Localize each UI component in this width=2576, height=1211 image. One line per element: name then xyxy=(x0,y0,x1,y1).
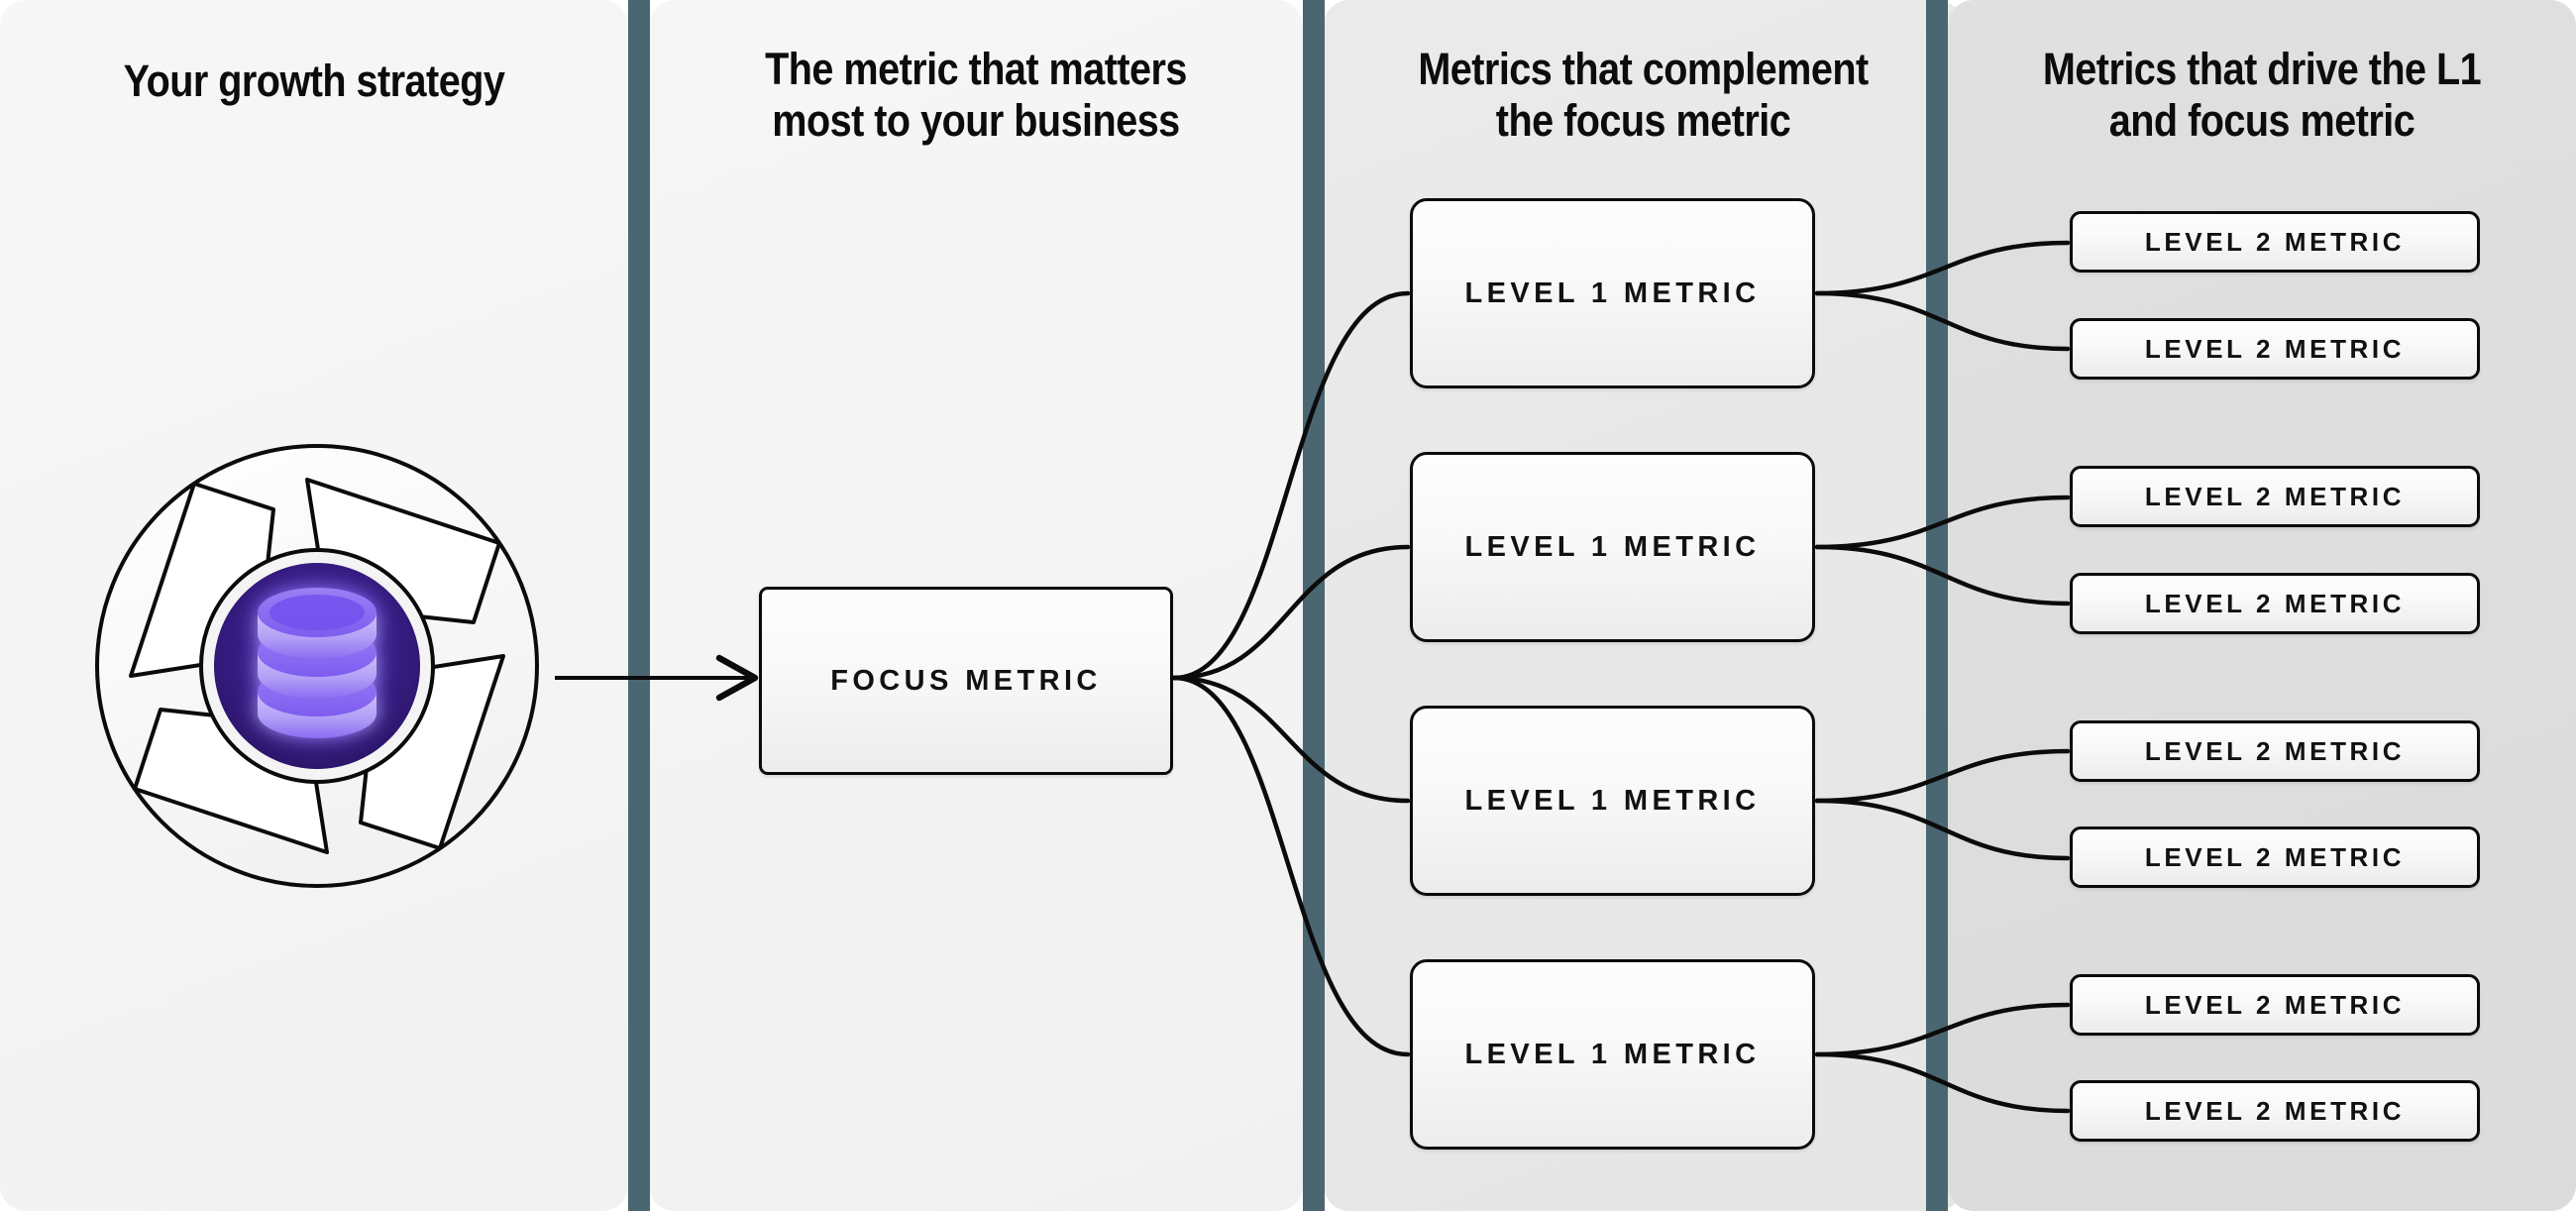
column-divider-3 xyxy=(1926,0,1948,1211)
column-title-focus-metric: The metric that matters most to your bus… xyxy=(765,44,1187,147)
growth-strategy-graphic xyxy=(95,444,539,888)
level-2-metric-node[interactable]: LEVEL 2 METRIC xyxy=(2070,466,2480,527)
column-divider-2 xyxy=(1303,0,1325,1211)
level-1-metric-node[interactable]: LEVEL 1 METRIC xyxy=(1410,198,1815,388)
column-divider-1 xyxy=(628,0,650,1211)
level-1-metric-node[interactable]: LEVEL 1 METRIC xyxy=(1410,452,1815,642)
level-2-metric-node[interactable]: LEVEL 2 METRIC xyxy=(2070,826,2480,888)
level-2-metric-node[interactable]: LEVEL 2 METRIC xyxy=(2070,318,2480,380)
column-title-driver-metrics: Metrics that drive the L1 and focus metr… xyxy=(2042,44,2482,147)
level-2-metric-node[interactable]: LEVEL 2 METRIC xyxy=(2070,211,2480,273)
level-2-metric-node[interactable]: LEVEL 2 METRIC xyxy=(2070,720,2480,782)
level-2-metric-node[interactable]: LEVEL 2 METRIC xyxy=(2070,573,2480,634)
focus-metric-node[interactable]: FOCUS METRIC xyxy=(759,587,1173,775)
column-title-complement-metrics: Metrics that complement the focus metric xyxy=(1418,44,1869,147)
level-2-metric-node[interactable]: LEVEL 2 METRIC xyxy=(2070,974,2480,1036)
column-title-growth-strategy: Your growth strategy xyxy=(123,55,505,106)
level-1-metric-node[interactable]: LEVEL 1 METRIC xyxy=(1410,959,1815,1150)
level-1-metric-node[interactable]: LEVEL 1 METRIC xyxy=(1410,706,1815,896)
level-2-metric-node[interactable]: LEVEL 2 METRIC xyxy=(2070,1080,2480,1142)
database-icon xyxy=(258,588,376,738)
